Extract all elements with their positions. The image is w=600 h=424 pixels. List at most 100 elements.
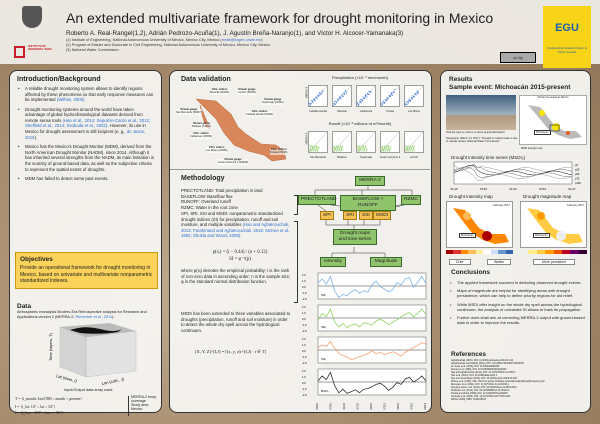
citation-link[interactable]: (Hao and AghaKouchak, 2013; Farahmand an… xyxy=(181,222,291,239)
color-swatch xyxy=(490,250,499,254)
drought-hotspot xyxy=(556,231,566,241)
scatter-point xyxy=(369,92,371,94)
scatter-point xyxy=(336,150,337,152)
scatter-point xyxy=(317,97,319,99)
citation-link[interactable]: de Jesús, 2016 xyxy=(25,129,146,140)
email-link[interactable]: rrealr@iingen.unam.mx xyxy=(221,38,262,42)
scatter-point xyxy=(360,148,362,150)
scatter-point xyxy=(408,149,410,151)
color-scale-intensity xyxy=(446,250,513,254)
reference-item: McKee et al. (1993), URL: http://ccc.atm… xyxy=(451,380,545,383)
reference-item: Kao and Govindaraju (2010), DOI: 10.1016… xyxy=(451,377,517,380)
citation-link[interactable]: (Hao et al., 2014; Sepulcre-Canto et al.… xyxy=(25,117,151,129)
equations: p(xᵢ) = (i − 0.44) / (n + 0.12) SI = φ⁻¹… xyxy=(210,249,270,263)
middle-panel: Data validation Precipitation (×10⁻³ mm/… xyxy=(169,70,432,413)
scatter-point xyxy=(409,101,411,103)
bracket xyxy=(294,195,298,215)
affiliation-3: (3) National Water Commission xyxy=(66,48,119,52)
axis-lon-label: Lon (cols., J) xyxy=(101,376,125,386)
mexico-layer xyxy=(70,327,122,334)
flow-prectotland: PRECTOTLAND xyxy=(298,195,337,205)
scatter-point xyxy=(344,94,346,96)
scatter-point xyxy=(416,91,418,93)
intro-title: Introduction/Background xyxy=(17,76,101,83)
station-name: San Bernardo (09067) xyxy=(176,110,202,114)
precip-title: Precipitation (×10⁻³ mm/month) xyxy=(331,75,389,80)
one-to-one-line xyxy=(404,131,424,153)
scatter-point xyxy=(365,150,367,152)
scatter-point xyxy=(404,148,406,150)
scatter-point xyxy=(412,145,414,147)
y-tick-label: 1.0 xyxy=(302,343,306,347)
scatter-point xyxy=(417,92,418,94)
scatter-point xyxy=(387,97,389,99)
scatter-point xyxy=(381,149,383,151)
station-name: Mexicali (02003) xyxy=(210,90,230,94)
scatter-point xyxy=(383,150,385,152)
station-name: Los Mixes (20080) xyxy=(206,148,228,152)
scatter-point xyxy=(311,100,312,102)
scatter-point xyxy=(362,147,364,149)
station-name: La Flor (36039) xyxy=(238,90,256,94)
reference-item: Hao and AghaKouchak (2014), DOI: 10.1175… xyxy=(451,371,516,374)
scatter-point xyxy=(406,101,407,103)
validation-title: Data validation xyxy=(181,76,231,83)
scatter-point xyxy=(356,103,358,105)
more-persistent-label: More persistent xyxy=(533,259,576,265)
mdm-drought-map: Monitor de sequía de México Michoacán xyxy=(519,95,587,145)
scatter-point xyxy=(366,149,368,151)
x-tick-label: 01/17 xyxy=(569,187,576,191)
scatter-point xyxy=(370,91,372,93)
scatter-point xyxy=(339,98,341,100)
scatter-point xyxy=(382,103,384,105)
scatter-point xyxy=(405,147,407,149)
scatter-point xyxy=(411,97,413,99)
scatter-point xyxy=(383,148,385,150)
one-to-one-line xyxy=(308,131,328,153)
eq-probability: p(xᵢ) = (i − 0.44) / (n + 0.12) xyxy=(212,250,268,255)
scatter-point xyxy=(388,94,390,96)
scatter-point xyxy=(315,146,317,148)
scatter-point xyxy=(383,102,385,104)
map-date: February 2017 xyxy=(493,204,510,207)
scatter-point xyxy=(382,145,384,147)
scatter-point xyxy=(314,145,316,147)
scatter-point xyxy=(408,150,410,152)
scatter-point xyxy=(385,100,387,102)
scatter-point xyxy=(358,103,360,105)
x-tick-label: 07/12 xyxy=(383,402,387,409)
scatter-point xyxy=(381,146,383,148)
scatter-point xyxy=(411,148,413,150)
scatter-point xyxy=(333,148,334,150)
scatter-point xyxy=(361,150,363,152)
scatter-point xyxy=(391,93,393,95)
news-caption: Newspaper (March 13, 2017): "Drought in … xyxy=(446,137,518,143)
reference-item: Hao et al. (2014), DOI: 10.1038/sdata.20… xyxy=(451,374,497,377)
scatter-point xyxy=(341,145,343,147)
reference-item: AghaKouchak and Nakhjiri (2012), DOI: 10… xyxy=(451,362,525,365)
scatter-point xyxy=(411,146,413,148)
scatter-point xyxy=(333,103,335,105)
scatter-point xyxy=(362,149,363,151)
series-line-2 xyxy=(317,340,427,361)
scatter-point xyxy=(382,147,384,149)
legend-label: p50 xyxy=(575,172,580,176)
scatter-point xyxy=(341,94,343,96)
scatter-point xyxy=(316,94,318,96)
citation-link[interactable]: (Wilhite, 2000). xyxy=(56,97,86,103)
reference-item: AghaKouchak (2015), DOI: 10.1016/j.advwa… xyxy=(451,360,514,362)
scatter-point xyxy=(308,145,310,147)
color-swatch xyxy=(505,250,513,254)
scatter-point xyxy=(384,150,386,152)
scatter-point xyxy=(318,94,320,96)
scatter-point xyxy=(404,149,406,151)
scatter-point xyxy=(315,150,317,152)
x-tick-label: 07/16 xyxy=(539,187,546,191)
citation-link[interactable]: Rienecker et al., 2011 xyxy=(75,314,113,319)
scatter-point xyxy=(320,94,322,96)
color-swatch xyxy=(453,250,461,254)
scatter-point xyxy=(316,97,318,99)
scatter-point xyxy=(368,90,370,92)
eq-si: SI = φ⁻¹(p) xyxy=(229,257,251,263)
